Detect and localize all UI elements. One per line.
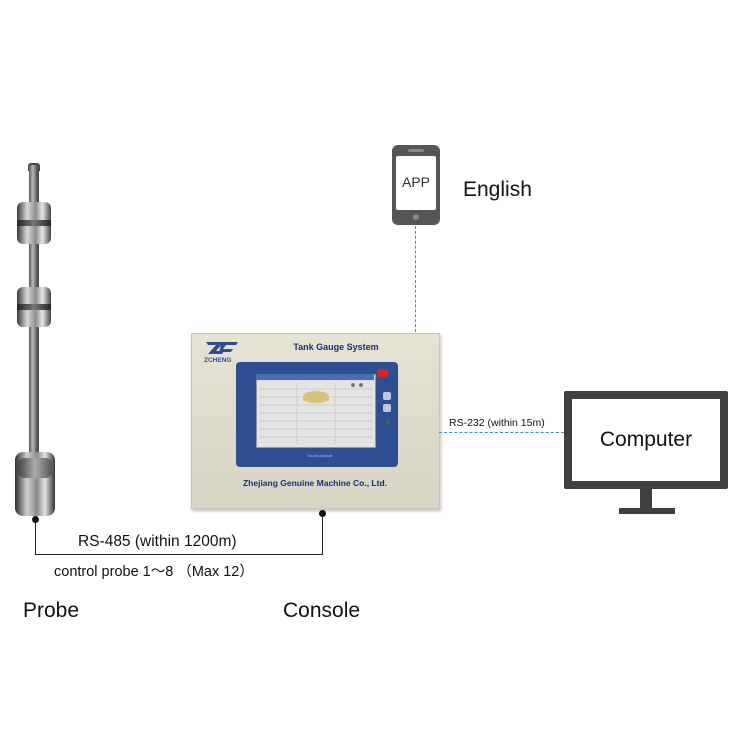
english-label: English [463, 178, 532, 201]
zcheng-logo: ZCHENG [204, 342, 238, 364]
phone-home-button [413, 214, 419, 220]
phone-screen [396, 156, 436, 210]
status-led [386, 421, 389, 424]
computer-label: Computer [599, 428, 693, 451]
rs485-label: RS-485 (within 1200m) [78, 533, 237, 550]
app-label: APP [401, 174, 430, 190]
console-connector-dot [319, 510, 326, 517]
probe-connector-dot [32, 516, 39, 523]
monitor-base [619, 508, 675, 514]
control-probe-label: control probe 1～8 （Max 12） [54, 564, 254, 580]
rs485-line-left [35, 520, 36, 554]
phone-speaker [408, 149, 424, 152]
console-title: Tank Gauge System [293, 342, 379, 352]
probe-float-upper [17, 202, 51, 244]
rs232-link-line [439, 432, 564, 433]
screen-alarm-indicator [378, 369, 388, 377]
app-link-line [415, 226, 416, 332]
screen-footer-label: Touch console [307, 453, 333, 458]
rs232-label: RS-232 (within 15m) [449, 417, 545, 429]
company-name: Zhejiang Genuine Machine Co., Ltd. [242, 478, 388, 488]
monitor-screen [572, 399, 720, 481]
screen-side-button-1 [383, 392, 391, 400]
probe-rod [29, 165, 39, 515]
probe-float-lower [17, 287, 51, 327]
rs485-line-right [322, 514, 323, 554]
rs485-line-bottom [35, 554, 323, 555]
probe-base-collar [18, 458, 52, 478]
screen-content [257, 381, 375, 447]
logo-text: ZCHENG [204, 357, 231, 364]
probe-label: Probe [23, 599, 80, 622]
screen-topbar [256, 374, 374, 380]
screen-side-button-2 [383, 404, 391, 412]
touch-screen [256, 374, 376, 448]
monitor-stand [640, 489, 652, 509]
console-label: Console [283, 599, 361, 622]
